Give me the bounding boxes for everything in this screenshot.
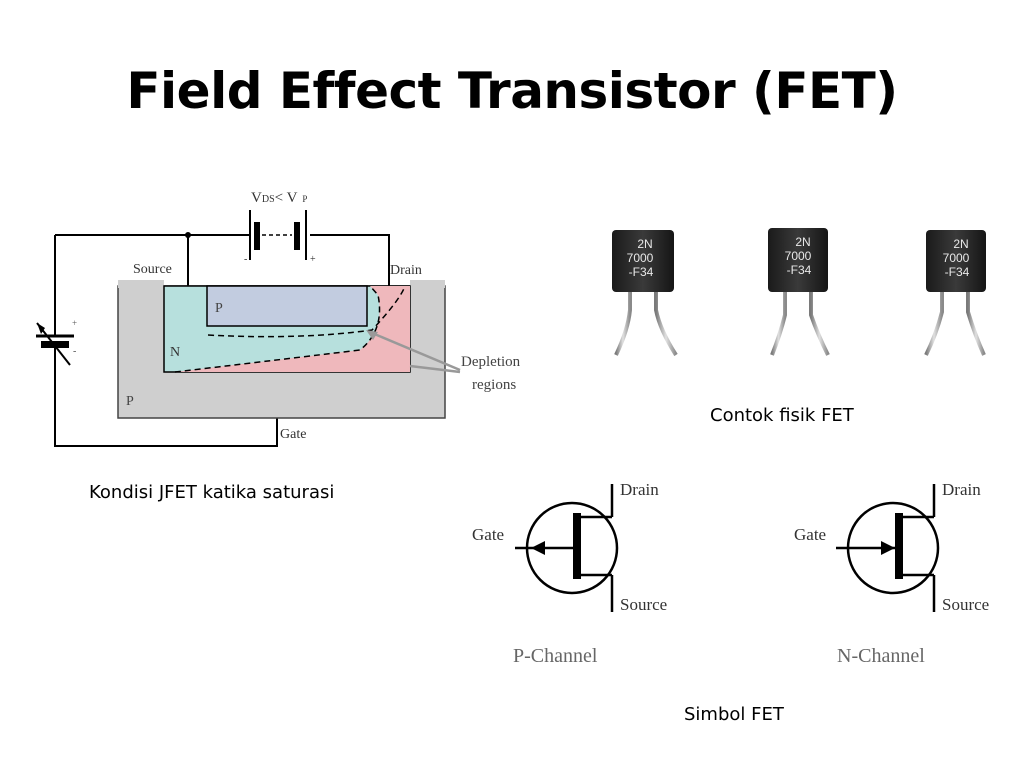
slide-title: Field Effect Transistor (FET) — [126, 62, 898, 120]
svg-text:-F34: -F34 — [945, 265, 970, 279]
svg-text:7000: 7000 — [627, 251, 654, 265]
transistor-photo-1: 2N 7000 -F34 — [612, 230, 678, 357]
symbol-caption: Simbol FET — [684, 704, 784, 725]
n-channel-gate-label: Gate — [794, 525, 826, 544]
depletion-label-2: regions — [472, 377, 516, 393]
n-channel-name: N-Channel — [837, 645, 925, 667]
transistor-photo-2: 2N 7000 -F34 — [768, 228, 830, 356]
p-substrate-label: P — [126, 394, 134, 409]
p-channel-symbol — [515, 484, 619, 612]
jfet-caption: Kondisi JFET katika saturasi — [89, 482, 335, 503]
p-channel-name: P-Channel — [513, 645, 598, 667]
gate-battery-minus: - — [73, 346, 76, 357]
arrow-left-icon — [531, 541, 545, 555]
svg-text:2N: 2N — [637, 237, 652, 251]
p-gate-region — [206, 285, 368, 327]
arrow-right-icon — [881, 541, 895, 555]
vds-battery-icon — [249, 210, 307, 260]
battery-minus-sign: - — [244, 254, 247, 265]
svg-text:7000: 7000 — [943, 251, 970, 265]
gate-battery-plus: + — [72, 318, 77, 328]
n-channel-drain-label: Drain — [942, 480, 981, 499]
n-channel-label: N — [170, 345, 180, 360]
drain-label: Drain — [390, 263, 422, 278]
circuit-wires — [54, 234, 390, 447]
p-gate-label: P — [215, 301, 223, 316]
variable-battery-icon — [36, 318, 74, 372]
n-channel-symbol — [836, 484, 940, 612]
p-channel-drain-label: Drain — [620, 480, 659, 499]
svg-text:2N: 2N — [795, 235, 810, 249]
svg-text:-F34: -F34 — [629, 265, 654, 279]
svg-text:2N: 2N — [953, 237, 968, 251]
source-label: Source — [133, 262, 172, 277]
depletion-pointer-arrows — [371, 331, 461, 374]
p-channel-gate-label: Gate — [472, 525, 504, 544]
svg-text:7000: 7000 — [785, 249, 812, 263]
physical-fet-caption: Contok fisik FET — [710, 405, 854, 426]
transistor-photo-3: 2N 7000 -F34 — [924, 230, 986, 356]
gate-label: Gate — [280, 427, 306, 442]
p-channel-source-label: Source — [620, 595, 667, 614]
battery-plus-sign: + — [310, 254, 316, 265]
n-channel-source-label: Source — [942, 595, 989, 614]
svg-text:-F34: -F34 — [787, 263, 812, 277]
depletion-label: Depletion — [461, 354, 521, 370]
junction-dot — [185, 232, 191, 238]
depletion-region — [175, 286, 410, 372]
